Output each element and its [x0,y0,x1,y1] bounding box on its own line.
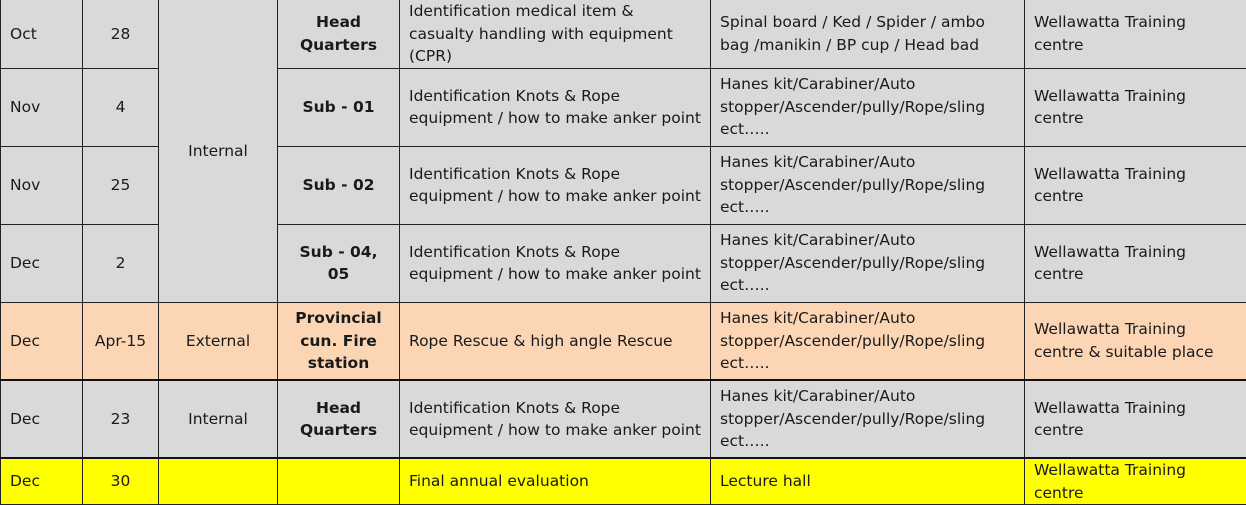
venue-cell: Wellawatta Training centre [1025,146,1246,224]
venue-cell: Wellawatta Training centre [1025,380,1246,458]
venue-cell: Wellawatta Training centre [1025,68,1246,146]
topic-cell: Final annual evaluation [400,458,711,505]
topic-cell: Identification Knots & Rope equipment / … [400,380,711,458]
venue-cell: Wellawatta Training centre [1025,458,1246,505]
equipment-cell: Hanes kit/Carabiner/Auto stopper/Ascende… [711,302,1025,380]
equipment-cell: Lecture hall [711,458,1025,505]
equipment-cell: Hanes kit/Carabiner/Auto stopper/Ascende… [711,146,1025,224]
table-row: Dec 23 Internal Head Quarters Identifica… [1,380,1246,458]
equipment-cell: Hanes kit/Carabiner/Auto stopper/Ascende… [711,68,1025,146]
location-cell [278,458,400,505]
month-cell: Dec [1,458,83,505]
venue-cell: Wellawatta Training centre [1025,0,1246,68]
location-cell: Sub - 01 [278,68,400,146]
table-row-evaluation: Dec 30 Final annual evaluation Lecture h… [1,458,1246,505]
month-cell: Dec [1,380,83,458]
topic-cell: Rope Rescue & high angle Rescue [400,302,711,380]
month-cell: Nov [1,146,83,224]
equipment-cell: Spinal board / Ked / Spider / ambo bag /… [711,0,1025,68]
month-cell: Oct [1,0,83,68]
type-cell-merged: Internal [159,0,278,302]
type-cell: Internal [159,380,278,458]
topic-cell: Identification Knots & Rope equipment / … [400,146,711,224]
location-cell: Sub - 04, 05 [278,224,400,302]
location-cell: Head Quarters [278,380,400,458]
topic-cell: Identification medical item & casualty h… [400,0,711,68]
day-cell: Apr-15 [83,302,159,380]
equipment-cell: Hanes kit/Carabiner/Auto stopper/Ascende… [711,380,1025,458]
location-cell: Sub - 02 [278,146,400,224]
equipment-cell: Hanes kit/Carabiner/Auto stopper/Ascende… [711,224,1025,302]
topic-cell: Identification Knots & Rope equipment / … [400,68,711,146]
month-cell: Dec [1,302,83,380]
day-cell: 25 [83,146,159,224]
day-cell: 28 [83,0,159,68]
location-cell: Head Quarters [278,0,400,68]
venue-cell: Wellawatta Training centre [1025,224,1246,302]
day-cell: 2 [83,224,159,302]
table-row-external: Dec Apr-15 External Provincial cun. Fire… [1,302,1246,380]
type-cell: External [159,302,278,380]
month-cell: Nov [1,68,83,146]
type-cell [159,458,278,505]
table-row: Oct 28 Internal Head Quarters Identifica… [1,0,1246,68]
venue-cell: Wellawatta Training centre & suitable pl… [1025,302,1246,380]
day-cell: 4 [83,68,159,146]
location-cell: Provincial cun. Fire station [278,302,400,380]
topic-cell: Identification Knots & Rope equipment / … [400,224,711,302]
day-cell: 30 [83,458,159,505]
month-cell: Dec [1,224,83,302]
day-cell: 23 [83,380,159,458]
